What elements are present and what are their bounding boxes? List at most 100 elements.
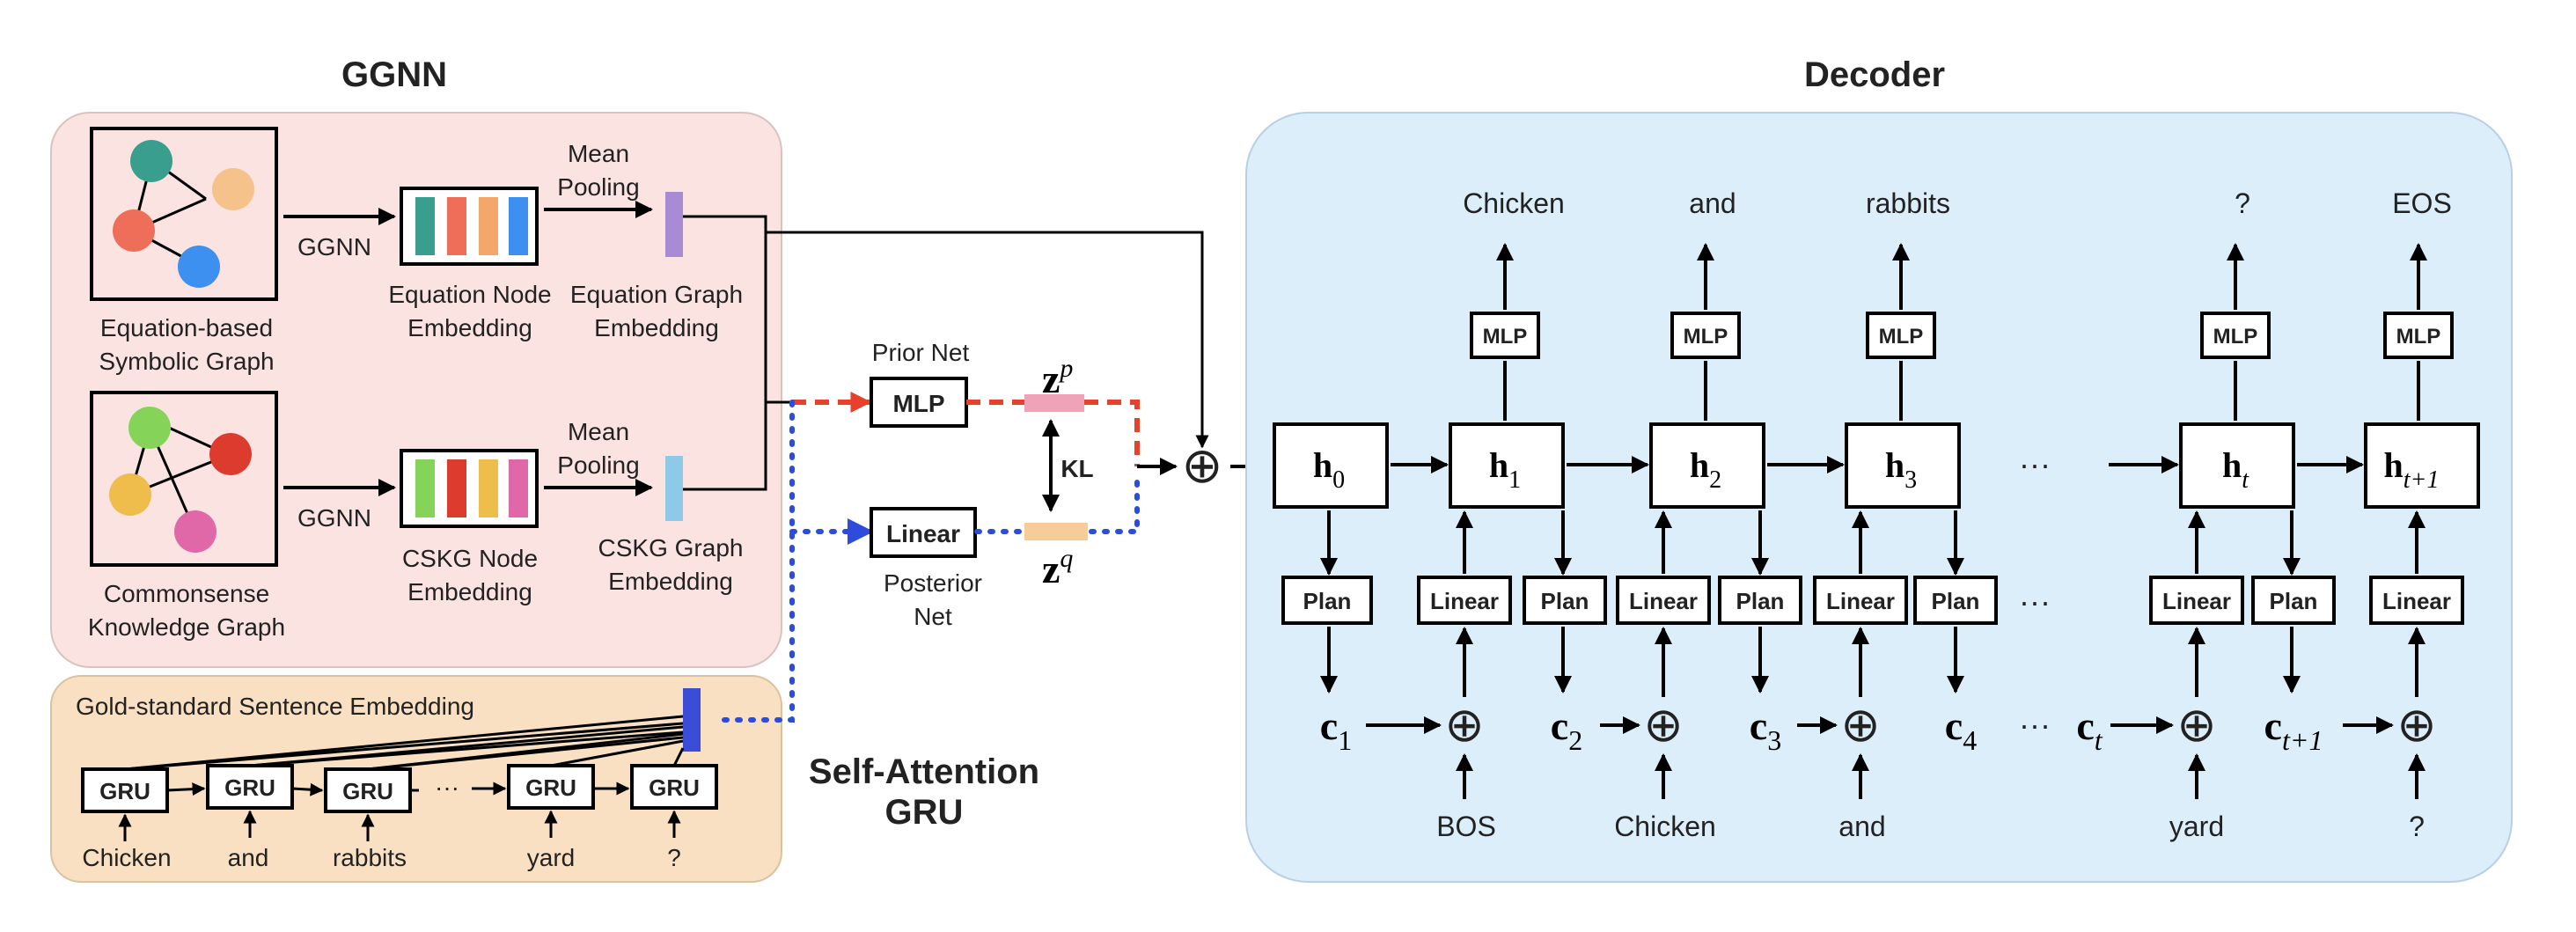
svg-text:Linear: Linear bbox=[1629, 588, 1698, 614]
sum-operator: ⊕ bbox=[1444, 699, 1484, 752]
input-token: BOS bbox=[1436, 811, 1496, 842]
gru-cell: GRU bbox=[206, 764, 294, 810]
plan-vector-label: ct+1 bbox=[2264, 703, 2323, 756]
svg-text:ht+1: ht+1 bbox=[2384, 445, 2440, 494]
output-mlp: MLP bbox=[1670, 243, 1741, 421]
input-token: and bbox=[1838, 811, 1885, 842]
sum-operator: ⊕ bbox=[1840, 699, 1880, 752]
equation-graph-embedding-label: Embedding bbox=[594, 314, 719, 341]
graph-node bbox=[128, 407, 171, 449]
kl-label: KL bbox=[1060, 455, 1093, 482]
output-token: and bbox=[1689, 187, 1736, 219]
graph-node bbox=[212, 168, 254, 210]
gru-cell: GRU bbox=[630, 764, 718, 810]
embedding-bar bbox=[415, 459, 435, 517]
sum-operator: ⊕ bbox=[2176, 699, 2216, 752]
input-token: Chicken bbox=[1614, 811, 1716, 842]
connector bbox=[683, 402, 767, 491]
posterior-linear-label: Linear bbox=[886, 520, 960, 547]
hidden-state: h1 bbox=[1449, 422, 1565, 509]
cskg-node-embedding-label: Embedding bbox=[407, 578, 532, 605]
plan-vector-label: c2 bbox=[1551, 703, 1582, 756]
mean-pooling-label: Mean bbox=[568, 418, 629, 445]
ggnn-panel bbox=[50, 112, 782, 668]
equation-graph-to-sum-arrow bbox=[766, 231, 1209, 449]
plan-block: Plan bbox=[1523, 510, 1607, 693]
svg-text:Linear: Linear bbox=[2382, 588, 2451, 614]
svg-text:Linear: Linear bbox=[2162, 588, 2231, 614]
prior-net-label: Prior Net bbox=[872, 339, 970, 366]
decoder-ellipsis: ··· bbox=[2019, 583, 2051, 620]
self-attention-gru-title: Self-Attention bbox=[809, 752, 1039, 791]
z-posterior-label: zq bbox=[1042, 544, 1073, 591]
gru-arrow bbox=[291, 782, 324, 796]
output-token: ? bbox=[2235, 187, 2250, 219]
output-token: EOS bbox=[2392, 187, 2452, 219]
output-mlp: MLP bbox=[1470, 243, 1540, 421]
prior-mlp-label: MLP bbox=[892, 390, 944, 417]
mean-pooling-label: Mean bbox=[568, 140, 629, 167]
linear-block: Linear bbox=[1417, 510, 1512, 697]
equation-graph-caption: Equation-based bbox=[100, 314, 273, 341]
equation-graph-caption: Symbolic Graph bbox=[99, 348, 274, 375]
plan-block: Plan bbox=[2251, 510, 2336, 693]
ggnn-arrow-label: GGNN bbox=[297, 233, 371, 261]
svg-text:GRU: GRU bbox=[649, 774, 700, 801]
svg-text:GRU: GRU bbox=[525, 774, 576, 801]
output-token: rabbits bbox=[1866, 187, 1950, 219]
cskg-graph-embedding-label: Embedding bbox=[608, 568, 733, 595]
equation-graph bbox=[90, 127, 278, 301]
gru-cell: GRU bbox=[324, 767, 412, 813]
svg-text:Linear: Linear bbox=[1430, 588, 1499, 614]
plan-vector-label: c3 bbox=[1750, 703, 1781, 756]
posterior-net-label: Net bbox=[914, 603, 952, 630]
hidden-state: h0 bbox=[1273, 422, 1389, 509]
plan-block: Plan bbox=[1281, 510, 1373, 693]
plan-block: Plan bbox=[1913, 510, 1998, 693]
posterior-net-label: Posterior bbox=[884, 569, 982, 597]
gru-cell: GRU bbox=[507, 764, 595, 810]
ggnn-title: GGNN bbox=[341, 55, 447, 94]
z-posterior-vector bbox=[1024, 523, 1088, 540]
output-token: Chicken bbox=[1463, 187, 1565, 219]
svg-text:Plan: Plan bbox=[1736, 588, 1785, 614]
input-token: ? bbox=[2409, 811, 2425, 842]
embedding-bar bbox=[479, 197, 498, 255]
embedding-bar bbox=[479, 459, 498, 517]
plan-vector-label: c4 bbox=[1945, 703, 1977, 756]
graph-node bbox=[209, 433, 252, 475]
connector bbox=[683, 215, 767, 402]
gru-cell: GRU bbox=[81, 767, 169, 813]
gru-input-word: ? bbox=[667, 844, 681, 871]
equation-node-embedding-label: Embedding bbox=[407, 314, 532, 341]
svg-text:Linear: Linear bbox=[1826, 588, 1895, 614]
svg-text:GRU: GRU bbox=[99, 778, 150, 804]
hidden-state: h3 bbox=[1845, 422, 1961, 509]
hidden-state: ht bbox=[2179, 422, 2295, 509]
graph-node bbox=[109, 473, 151, 516]
svg-text:Plan: Plan bbox=[1541, 588, 1589, 614]
svg-text:h3: h3 bbox=[1885, 445, 1917, 494]
svg-text:MLP: MLP bbox=[2213, 325, 2258, 349]
cskg-graph-embedding-bar bbox=[665, 456, 683, 521]
prior-path bbox=[1084, 400, 1140, 466]
graph-node bbox=[130, 140, 172, 182]
output-mlp: MLP bbox=[2383, 243, 2454, 421]
svg-text:Plan: Plan bbox=[1932, 588, 1980, 614]
mean-pooling-label: Pooling bbox=[557, 173, 639, 201]
cskg-graph-embedding-label: CSKG Graph bbox=[598, 534, 744, 561]
gru-ellipsis: ··· bbox=[435, 774, 459, 801]
gru-arrow bbox=[166, 782, 206, 796]
embedding-bar bbox=[509, 197, 528, 255]
gru-panel bbox=[50, 675, 782, 883]
sum-operator: ⊕ bbox=[1182, 437, 1223, 493]
decoder-ellipsis: ··· bbox=[2019, 707, 2051, 743]
linear-block: Linear bbox=[1616, 510, 1711, 697]
mean-pooling-label: Pooling bbox=[557, 451, 639, 479]
plan-vector-label: c1 bbox=[1320, 703, 1352, 756]
cskg-graph-caption: Commonsense bbox=[104, 580, 269, 607]
cskg-node-embedding-label: CSKG Node bbox=[402, 545, 538, 572]
hidden-state: h2 bbox=[1649, 422, 1765, 509]
posterior-path bbox=[1089, 473, 1140, 534]
equation-graph-embedding-bar bbox=[665, 192, 683, 257]
